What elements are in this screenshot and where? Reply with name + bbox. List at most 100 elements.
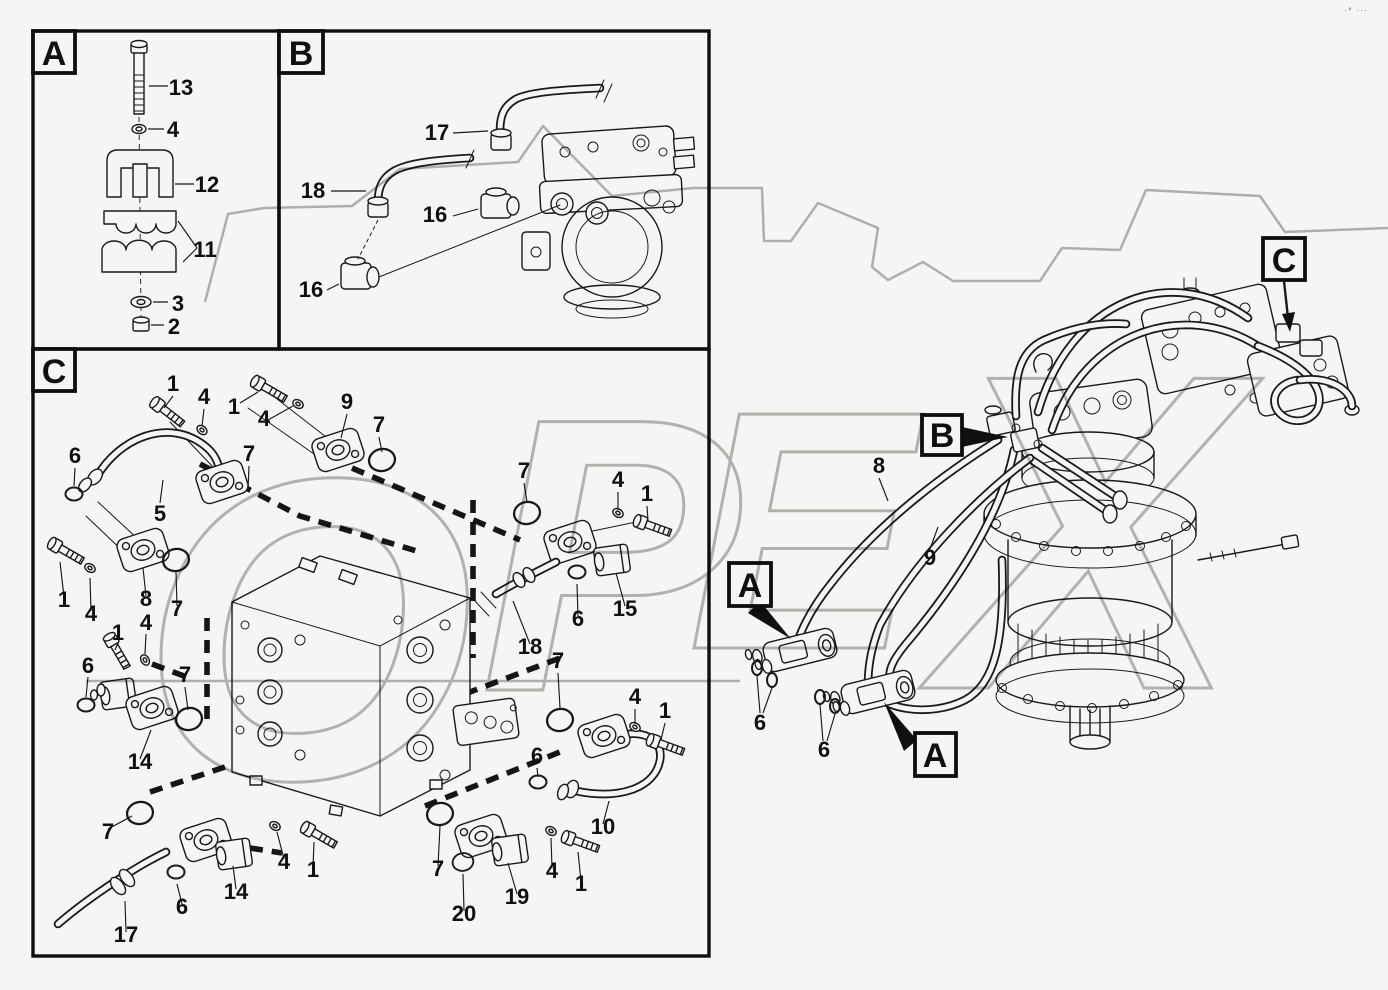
ref-label-b: B bbox=[930, 417, 955, 455]
panel-a-label: A bbox=[42, 35, 67, 73]
panel-c-frame bbox=[31, 347, 711, 958]
part-manifold-block bbox=[452, 697, 520, 747]
callout-label: 1 bbox=[575, 871, 587, 896]
callout-label: 4 bbox=[140, 610, 153, 635]
watermark-zigzag bbox=[203, 124, 1388, 303]
callout-label: 7 bbox=[432, 856, 444, 881]
ref-arrow-b bbox=[962, 427, 1008, 447]
part-washer-4 bbox=[82, 561, 98, 575]
callout-label: 4 bbox=[85, 601, 98, 626]
part-elbow-16-upper bbox=[480, 187, 520, 219]
part-nut-2 bbox=[132, 316, 150, 332]
callout-label: 7 bbox=[518, 458, 530, 483]
callout-label: 1 bbox=[112, 620, 124, 645]
part-washer-4 bbox=[543, 824, 559, 838]
callout-label: 14 bbox=[128, 749, 153, 774]
panel-a-frame bbox=[31, 29, 281, 351]
callout-label: 18 bbox=[301, 178, 325, 203]
part-bolt-1 bbox=[45, 535, 87, 568]
callout-label: 1 bbox=[58, 587, 70, 612]
callout-label: 9 bbox=[341, 389, 353, 414]
callout-label: 18 bbox=[518, 634, 542, 659]
callout-label: 7 bbox=[373, 412, 385, 437]
callout-label: 6 bbox=[69, 443, 81, 468]
callout-label: 9 bbox=[924, 545, 936, 570]
callout-label: 1 bbox=[659, 698, 671, 723]
callout-label: 3 bbox=[172, 291, 184, 316]
callout-label: 13 bbox=[169, 75, 193, 100]
watermark: O P E X bbox=[86, 124, 1388, 872]
callout-label: 20 bbox=[452, 901, 476, 926]
panel-c-label-box bbox=[31, 347, 77, 393]
part-oring-6 bbox=[76, 697, 96, 713]
panel-frames bbox=[31, 29, 711, 958]
part-bolt-13 bbox=[130, 39, 148, 115]
callout-label: 4 bbox=[258, 406, 271, 431]
ref-label-box-a2 bbox=[913, 731, 958, 778]
ref-label-a2: A bbox=[923, 737, 948, 775]
watermark-letter: O bbox=[140, 390, 474, 870]
callout-label: 7 bbox=[102, 819, 114, 844]
part-hose-17 bbox=[490, 79, 613, 151]
part-pipe-10 bbox=[556, 734, 661, 801]
panel-b-label-box bbox=[277, 29, 325, 75]
callout-label: 4 bbox=[167, 117, 180, 142]
part-washer-3 bbox=[130, 295, 152, 309]
assembly-leader-lines bbox=[756, 477, 939, 742]
callout-label: 1 bbox=[307, 857, 319, 882]
callout-label: 19 bbox=[505, 884, 529, 909]
callout-label: 4 bbox=[278, 849, 291, 874]
watermark-letter: X bbox=[919, 282, 1264, 784]
callout-label: 6 bbox=[754, 710, 766, 735]
part-b-fitting bbox=[984, 405, 1128, 524]
callout-label: 6 bbox=[176, 894, 188, 919]
panel-c-leader-lines bbox=[59, 391, 666, 933]
callout-label: 7 bbox=[552, 648, 564, 673]
part-clamp-12 bbox=[106, 149, 174, 198]
part-elbow-16-lower bbox=[340, 256, 380, 290]
callout-label: 4 bbox=[198, 384, 211, 409]
callout-label: 7 bbox=[171, 596, 183, 621]
callout-label: 6 bbox=[531, 743, 543, 768]
panel-c: 1 4 1 4 9 7 6 5 7 1 4 8 7 1 4 6 7 14 7 1… bbox=[31, 347, 687, 947]
ref-label-c: C bbox=[1272, 242, 1297, 280]
part-elbow-14-upper bbox=[89, 677, 181, 733]
part-orings-6 bbox=[751, 660, 841, 714]
callout-label: 1 bbox=[167, 371, 179, 396]
panel-b: 17 18 16 16 B bbox=[277, 29, 696, 319]
part-oring-6 bbox=[64, 486, 84, 502]
part-hose-18 bbox=[367, 149, 475, 218]
callout-label: 1 bbox=[228, 394, 240, 419]
callout-label: 12 bbox=[195, 172, 219, 197]
callout-label: 10 bbox=[591, 814, 615, 839]
callout-label: 17 bbox=[114, 922, 138, 947]
panel-a: 13 4 12 11 3 2 A bbox=[31, 29, 219, 339]
panel-b-leader-lines bbox=[326, 130, 489, 291]
callout-label: 6 bbox=[818, 737, 830, 762]
callout-label: 16 bbox=[423, 202, 447, 227]
corner-marks: ·° ··· bbox=[1344, 7, 1368, 15]
part-oring-6 bbox=[528, 774, 548, 790]
panel-c-label: C bbox=[42, 353, 67, 391]
alignment-line bbox=[378, 204, 561, 278]
ref-arrow-a1 bbox=[748, 601, 791, 639]
panel-a-leader-lines bbox=[148, 85, 198, 326]
ref-arrow-a2 bbox=[884, 702, 917, 751]
callout-label: 16 bbox=[299, 277, 323, 302]
alignment-lines bbox=[85, 391, 637, 857]
callout-label: 6 bbox=[572, 606, 584, 631]
callout-label: 4 bbox=[629, 684, 642, 709]
panel-a-label-box bbox=[31, 29, 77, 75]
ref-leader-c bbox=[1282, 279, 1290, 320]
callout-label: 4 bbox=[612, 467, 625, 492]
callout-label: 17 bbox=[425, 120, 449, 145]
ref-label-a1: A bbox=[738, 567, 763, 605]
panel-b-label: B bbox=[289, 35, 314, 73]
ref-arrow-c bbox=[1282, 312, 1295, 332]
callout-label: 8 bbox=[140, 586, 152, 611]
part-washer-4 bbox=[131, 123, 147, 135]
part-swing-gearbox bbox=[983, 353, 1300, 750]
callout-label: 15 bbox=[613, 596, 637, 621]
